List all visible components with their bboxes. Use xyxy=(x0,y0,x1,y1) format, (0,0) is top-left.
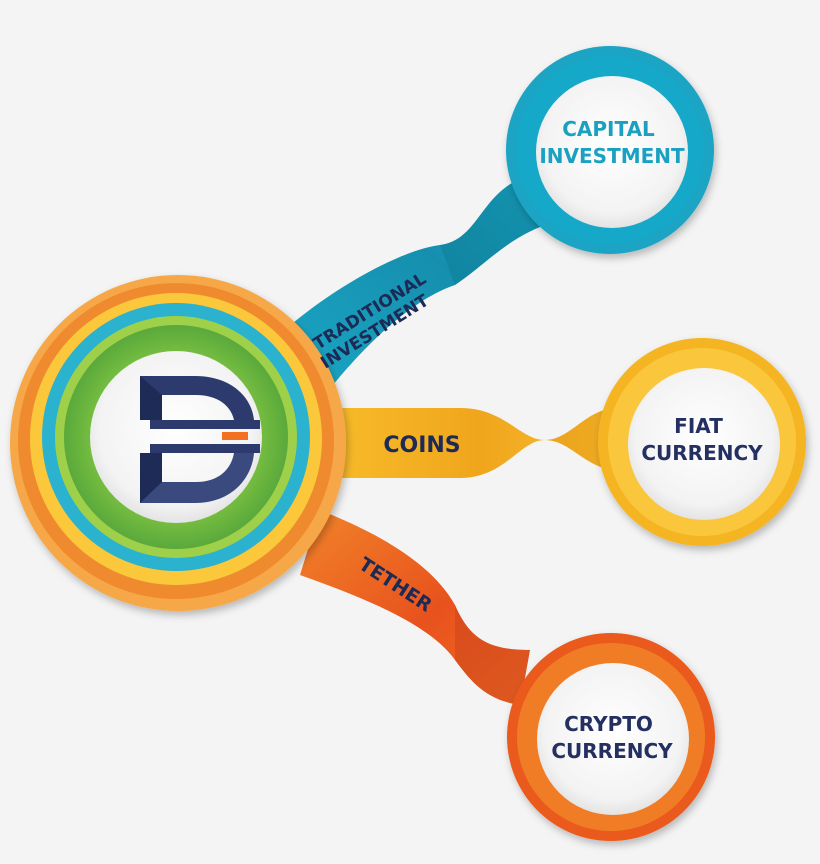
node-label-capital-investment: CAPITAL INVESTMENT xyxy=(539,117,685,168)
center-hub xyxy=(10,275,346,611)
node-label-line2: CURRENCY xyxy=(641,441,763,465)
node-crypto-currency xyxy=(507,633,715,841)
node-label-line2: INVESTMENT xyxy=(539,144,685,168)
node-label-crypto-currency: CRYPTO CURRENCY xyxy=(551,712,673,763)
D-logo-icon xyxy=(140,376,260,503)
node-label-line1: CRYPTO xyxy=(564,712,653,736)
ribbon-traditional-investment xyxy=(285,175,545,395)
ribbon-label-coins: COINS xyxy=(383,433,460,458)
node-label-line1: CAPITAL xyxy=(562,117,655,141)
node-label-line2: CURRENCY xyxy=(551,739,673,763)
ribbon-tether xyxy=(300,510,530,705)
node-label-fiat-currency: FIAT CURRENCY xyxy=(641,414,763,465)
node-label-line1: FIAT xyxy=(674,414,723,438)
node-fiat-currency xyxy=(598,338,806,546)
node-capital-investment xyxy=(506,46,714,254)
ribbon-coins xyxy=(320,408,615,478)
